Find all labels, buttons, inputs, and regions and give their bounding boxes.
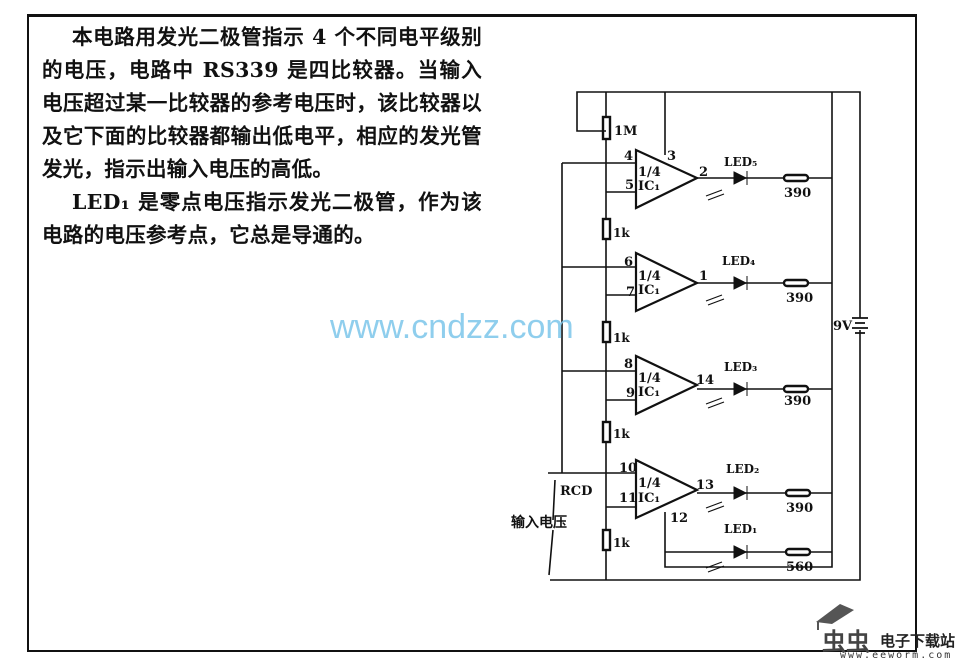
- resistor-label: 1k: [613, 226, 630, 240]
- led-label: LED₃: [724, 360, 757, 374]
- pin-label: 2: [699, 165, 708, 180]
- pot-label: 1M: [614, 124, 637, 139]
- input-bus-taps: [562, 162, 636, 372]
- comparator-ic-label: IC₁: [638, 283, 660, 298]
- pin-label: 13: [696, 478, 714, 493]
- led2-diode-icon: [733, 486, 748, 500]
- input-lead: [548, 479, 556, 576]
- resistor-390-1: [782, 173, 810, 183]
- pot-wiper: [576, 103, 606, 132]
- resistor-1k-1: [601, 217, 612, 241]
- led3-diode-icon: [733, 382, 748, 396]
- light-emission-icon: [705, 294, 725, 306]
- pin-label: 4: [624, 149, 633, 164]
- led1-diode-icon: [733, 545, 748, 559]
- paragraph-led1-note: LED₁ 是零点电压指示发光二极管，作为该电路的电压参考点，它总是导通的。: [42, 190, 482, 247]
- pin-label: 5: [625, 178, 634, 193]
- pin-label: 7: [626, 285, 635, 300]
- comparator-2: [634, 251, 700, 313]
- pin-label: 9: [626, 386, 635, 401]
- pin-label: 8: [624, 357, 633, 372]
- resistor-label: 1k: [613, 427, 630, 441]
- logo-name: 电子下载站: [880, 632, 956, 650]
- resistor-560: [784, 547, 812, 557]
- resistor-1k-2: [601, 320, 612, 344]
- light-emission-icon: [705, 189, 725, 201]
- resistor-1k-3: [601, 420, 612, 444]
- led5-diode-icon: [733, 171, 748, 185]
- comparator-ic-label: IC₁: [638, 385, 660, 400]
- output-lines: [665, 177, 832, 553]
- ref-taps: [606, 191, 636, 508]
- comparator-fraction: 1/4: [638, 371, 661, 386]
- comparator-fraction: 1/4: [638, 476, 661, 491]
- resistor-label: 390: [786, 501, 813, 516]
- resistor-390-4: [784, 488, 812, 498]
- resistor-390-2: [782, 278, 810, 288]
- bottom-rail: [550, 330, 861, 581]
- comparator-ic-label: IC₁: [638, 179, 660, 194]
- pin-label: 11: [619, 491, 637, 506]
- resistor-label: 390: [784, 186, 811, 201]
- battery-icon: [852, 317, 868, 334]
- comparator-1: [634, 148, 700, 210]
- graduation-cap-icon: [816, 604, 854, 630]
- right-rail: [664, 92, 833, 568]
- pin-label: 10: [619, 461, 637, 476]
- resistor-label: 390: [786, 291, 813, 306]
- input-voltage-label: 输入电压: [511, 514, 567, 531]
- input-bus: [548, 163, 636, 474]
- resistor-label: 1k: [613, 331, 630, 345]
- light-emission-icon: [705, 397, 725, 409]
- document-frame: [27, 14, 917, 652]
- resistor-label: 390: [784, 394, 811, 409]
- site-logo: 虫虫 电子下载站 www.eeworm.com: [810, 600, 960, 662]
- comparator-fraction: 1/4: [638, 269, 661, 284]
- logo-mark: 虫虫: [822, 628, 870, 656]
- pin-label: 6: [624, 255, 633, 270]
- pot-1m: [601, 115, 612, 141]
- comparator-fraction: 1/4: [638, 165, 661, 180]
- pin-label: 1: [699, 269, 708, 284]
- resistor-390-3: [782, 384, 810, 394]
- pin-label: 14: [696, 373, 714, 388]
- resistor-1k-4: [601, 528, 612, 552]
- comparator-ic-label: IC₁: [638, 491, 660, 506]
- watermark: www.cndzz.com: [330, 308, 574, 346]
- input-label: RCD: [560, 484, 592, 499]
- led-label: LED₁: [724, 522, 757, 536]
- comparator-4: [634, 458, 700, 520]
- light-emission-icon: [705, 501, 725, 513]
- paragraph-description: 本电路用发光二极管指示 4 个不同电平级别的电压，电路中 RS339 是四比较器…: [42, 25, 482, 181]
- battery-label: 9V: [833, 319, 853, 334]
- comparator-3: [634, 354, 700, 416]
- led-label: LED₅: [724, 155, 757, 169]
- resistor-label: 1k: [613, 536, 630, 550]
- led-label: LED₄: [722, 254, 755, 268]
- pin-label: 12: [670, 511, 688, 526]
- led-label: LED₂: [726, 462, 759, 476]
- top-rail: [576, 91, 861, 318]
- resistor-label: 560: [786, 560, 813, 575]
- logo-url: www.eeworm.com: [840, 650, 953, 661]
- pin-label: 3: [667, 149, 676, 164]
- led4-diode-icon: [733, 276, 748, 290]
- light-emission-icon: [705, 561, 725, 573]
